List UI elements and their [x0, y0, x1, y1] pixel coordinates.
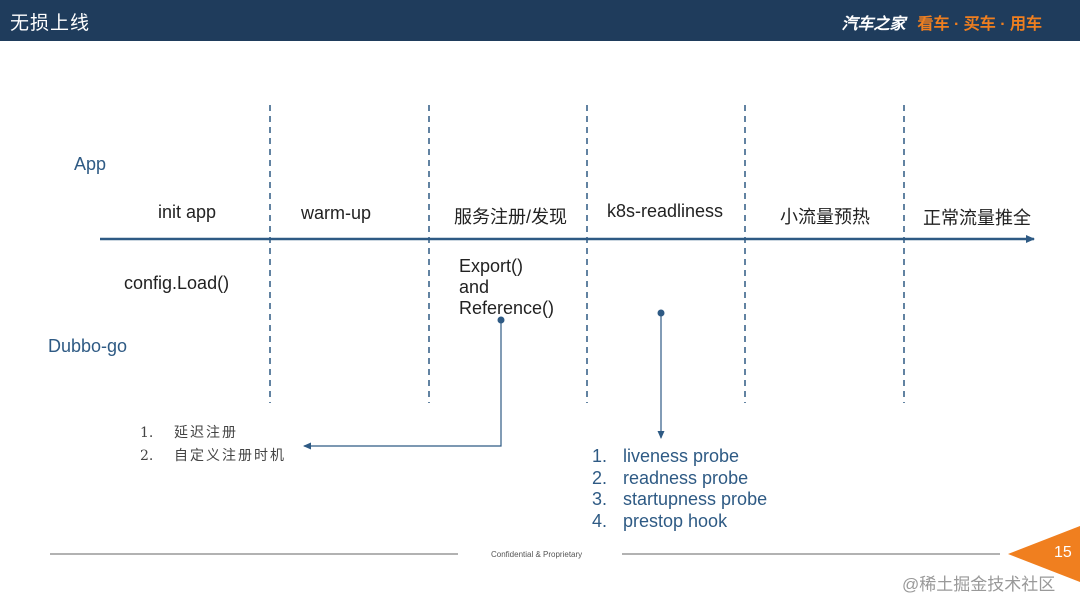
registration-notes-list: 1. 延迟注册 2. 自定义注册时机	[140, 422, 286, 468]
action-reference: Reference()	[459, 298, 555, 318]
stage-label-init-app: init app	[158, 202, 217, 222]
brand-name: 汽车之家	[841, 16, 906, 33]
brand-logo: 汽车之家看车 · 买车 · 用车	[842, 10, 1042, 34]
action-and: and	[459, 277, 490, 297]
probe-connector-dot	[657, 309, 665, 317]
registration-connector-dot	[497, 316, 505, 324]
list-item-text: startupness probe	[623, 489, 768, 509]
row-label-dubbo: Dubbo-go	[48, 336, 128, 356]
list-item-text: 延迟注册	[174, 425, 238, 441]
list-item-number: 2.	[592, 467, 608, 488]
list-item-text: liveness probe	[623, 446, 740, 466]
stage-label-registration: 服务注册/发现	[454, 207, 568, 227]
stage-label-full-traffic: 正常流量推全	[923, 208, 1031, 228]
brand-slogan: 看车 · 买车 · 用车	[917, 16, 1042, 33]
probes-list: 1. liveness probe 2. readness probe 3. star…	[592, 446, 767, 532]
list-item-text: prestop hook	[623, 510, 728, 531]
list-item-text: 自定义注册时机	[174, 448, 286, 464]
list-item-text: readness probe	[623, 467, 749, 488]
stage-label-small-traffic: 小流量预热	[780, 207, 870, 227]
list-item-number: 2.	[140, 448, 154, 464]
list-item-number: 1.	[592, 446, 608, 466]
list-item-number: 1.	[140, 425, 154, 441]
list-item: 1. liveness probe	[592, 446, 767, 468]
action-export: Export()	[459, 256, 524, 276]
action-config-load: config.Load()	[124, 273, 230, 293]
registration-connector	[303, 320, 502, 450]
page-number-badge	[1008, 526, 1080, 582]
list-item: 1. 延迟注册	[140, 422, 286, 445]
list-item: 4. prestop hook	[592, 511, 767, 533]
list-item: 3. startupness probe	[592, 489, 767, 511]
list-item: 2. 自定义注册时机	[140, 445, 286, 468]
watermark: @稀土掘金技术社区	[902, 575, 1056, 594]
confidential-notice: Confidential & Proprietary	[491, 550, 583, 559]
list-item: 2. readness probe	[592, 468, 767, 490]
slide-title: 无损上线	[10, 12, 91, 34]
list-item-number: 4.	[592, 510, 608, 531]
stage-label-k8s-readiness: k8s-readliness	[607, 201, 724, 221]
list-item-number: 3.	[592, 489, 608, 509]
stage-label-warm-up: warm-up	[301, 203, 372, 223]
header-bar: 无损上线 汽车之家看车 · 买车 · 用车	[0, 0, 1080, 41]
page-number: 15	[1054, 544, 1072, 561]
stage-dividers	[269, 105, 905, 403]
row-label-app: App	[74, 154, 107, 174]
